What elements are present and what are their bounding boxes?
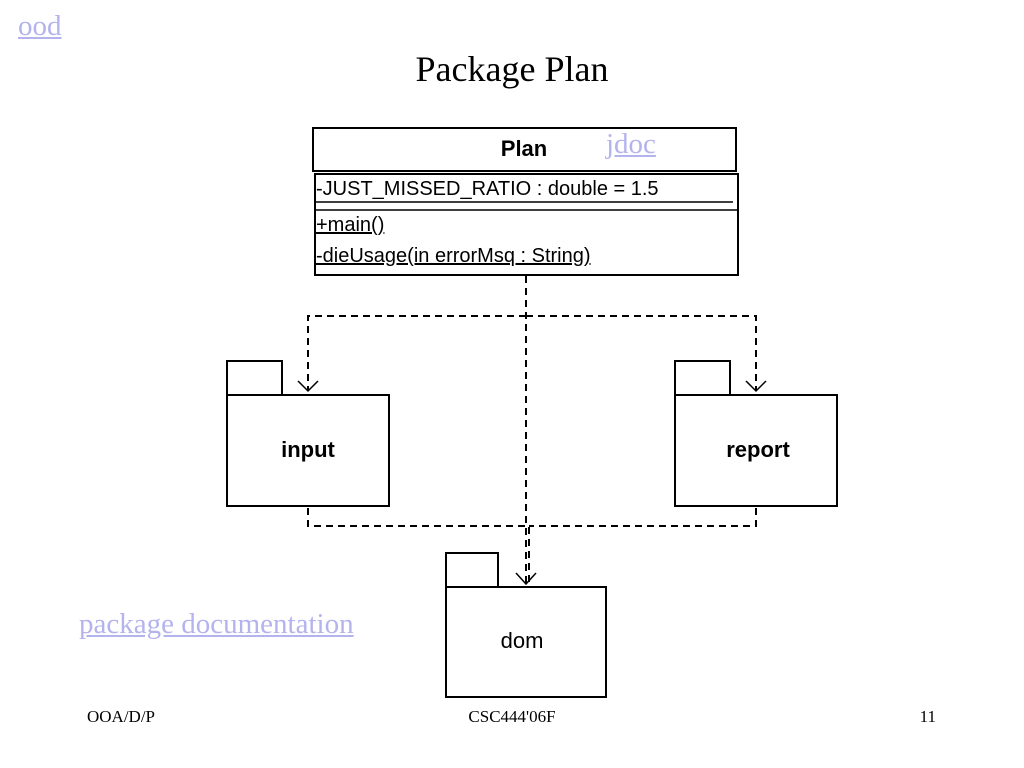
plan-class-header-box <box>312 127 737 172</box>
package-report[interactable]: report <box>674 360 838 507</box>
package-input[interactable]: input <box>226 360 390 507</box>
package-input-label: input <box>281 437 335 462</box>
footer-page-number: 11 <box>919 707 936 726</box>
package-input-body <box>226 394 390 507</box>
arrowhead-dom <box>515 572 537 586</box>
slide-title: Package Plan <box>415 49 609 89</box>
plan-to-input-dependency <box>307 315 526 391</box>
dependency-lines <box>307 276 757 583</box>
plan-operation-dieusage: -dieUsage(in errorMsq : String) <box>316 245 591 267</box>
report-to-dom-dependency <box>529 508 757 527</box>
plan-to-report-dependency <box>526 315 757 391</box>
footer-course-code: CSC444'06F <box>468 707 556 726</box>
package-dom[interactable]: dom <box>445 552 607 698</box>
input-to-dom-dependency <box>307 508 530 583</box>
package-dom-label: dom <box>501 628 544 653</box>
dependency-arrowheads <box>297 380 767 586</box>
footer-course-label: OOA/D/P <box>87 707 156 726</box>
plan-class[interactable]: Plan -JUST_MISSED_RATIO : double = 1.5 +… <box>312 127 739 276</box>
package-report-label: report <box>726 437 790 462</box>
plan-class-name: Plan <box>501 136 547 161</box>
package-report-body <box>674 394 838 507</box>
arrowhead-report <box>745 380 767 393</box>
package-dom-tab <box>445 552 499 588</box>
package-report-tab <box>674 360 731 396</box>
arrowhead-input <box>297 380 319 393</box>
ood-link[interactable]: ood <box>18 10 62 42</box>
jdoc-link[interactable]: jdoc <box>606 128 656 160</box>
package-documentation-link[interactable]: package documentation <box>79 608 354 640</box>
package-input-tab <box>226 360 283 396</box>
package-dom-body <box>445 586 607 698</box>
plan-operation-main: +main() <box>316 214 384 236</box>
plan-class-body-box <box>314 173 739 276</box>
plan-attribute: -JUST_MISSED_RATIO : double = 1.5 <box>316 178 659 200</box>
